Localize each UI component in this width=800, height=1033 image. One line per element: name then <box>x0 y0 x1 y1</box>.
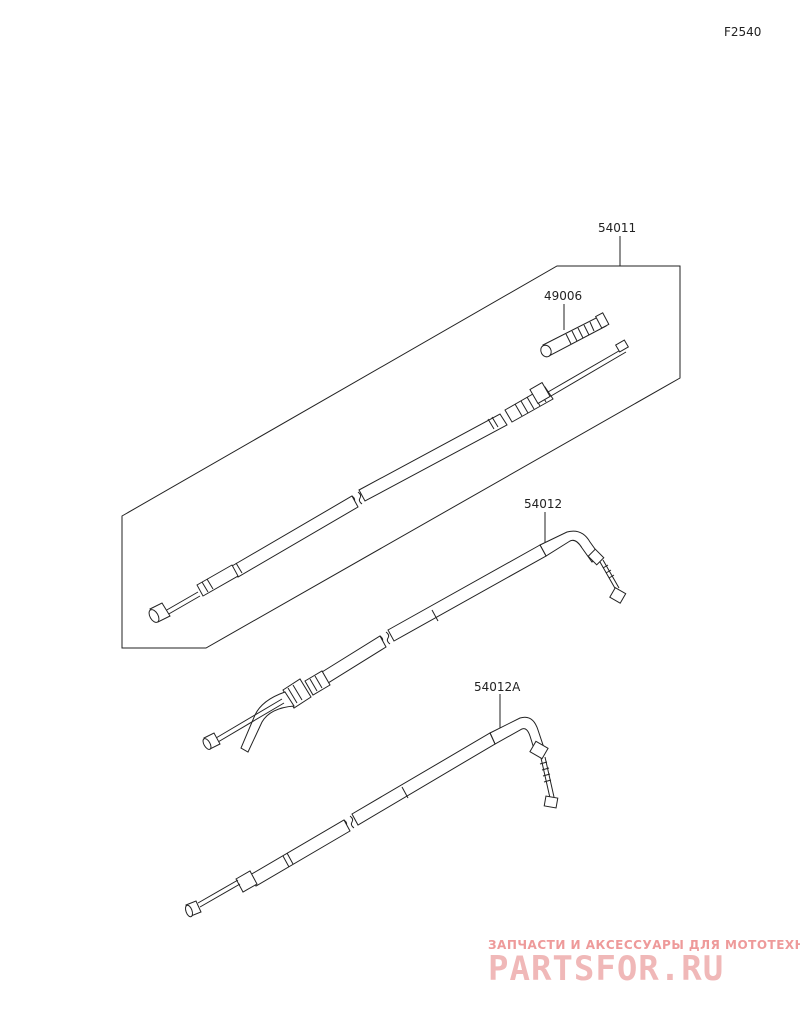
callout-54012[interactable]: 54012 <box>524 497 562 511</box>
rubber-boot-49006[interactable] <box>539 312 610 359</box>
callout-54012A[interactable]: 54012A <box>474 680 521 694</box>
cable-set-54011: 54011 49006 <box>121 221 681 649</box>
callout-54011[interactable]: 54011 <box>598 221 636 235</box>
group-outline <box>121 265 681 649</box>
watermark-tagline: ЗАПЧАСТИ И АКСЕССУАРЫ ДЛЯ МОТОТЕХНИКИ <box>488 938 800 952</box>
throttle-cable-54011[interactable] <box>147 339 630 624</box>
watermark: ЗАПЧАСТИ И АКСЕССУАРЫ ДЛЯ МОТОТЕХНИКИ PA… <box>488 938 800 989</box>
throttle-cable-54012[interactable]: 54012 <box>201 497 627 753</box>
callout-49006[interactable]: 49006 <box>544 289 582 303</box>
watermark-brand: PARTSFOR.RU <box>488 949 724 989</box>
throttle-cable-54012A[interactable]: 54012A <box>184 680 559 918</box>
page-code: F2540 <box>724 25 761 39</box>
